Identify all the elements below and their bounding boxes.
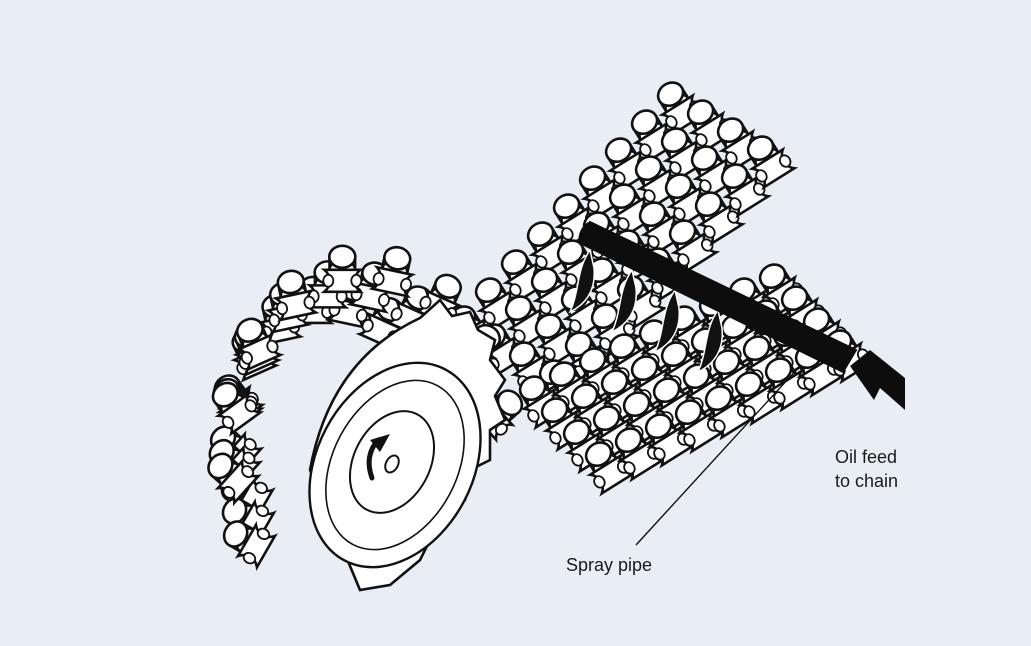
oil-feed-label-line1: Oil feed — [835, 447, 898, 467]
oil-drip-icon — [653, 288, 680, 354]
spray-pipe-leader-line — [635, 365, 801, 546]
oil-drips — [568, 248, 723, 374]
oil-drip-icon — [696, 308, 723, 374]
chain-link — [203, 375, 261, 435]
oil-feed-label: Oil feed to chain — [835, 445, 945, 493]
oil-drip-icon — [568, 248, 595, 314]
sprocket — [308, 298, 507, 592]
spray-pipe — [578, 220, 858, 374]
oil-drip-icon — [610, 268, 637, 334]
oil-feed-arrow-icon — [850, 350, 905, 410]
spray-pipe-label: Spray pipe — [566, 555, 653, 575]
oil-feed-label-line2: to chain — [835, 471, 899, 491]
rotation-arrow-icon — [366, 434, 390, 481]
chain-link — [323, 246, 361, 292]
